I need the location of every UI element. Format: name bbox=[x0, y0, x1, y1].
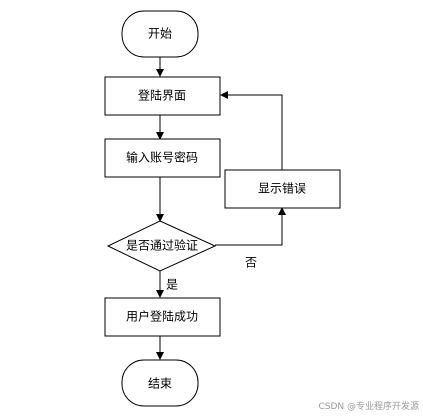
end-node: 结束 bbox=[121, 359, 199, 407]
end-label: 结束 bbox=[148, 377, 172, 391]
show-error-label: 显示错误 bbox=[258, 182, 306, 196]
start-node: 开始 bbox=[121, 10, 199, 58]
login-success-label: 用户登陆成功 bbox=[126, 309, 198, 324]
no-edge-label: 否 bbox=[245, 256, 257, 270]
show-error-node: 显示错误 bbox=[224, 169, 341, 209]
start-label: 开始 bbox=[148, 27, 172, 41]
verify-label: 是否通过验证 bbox=[126, 238, 198, 253]
verify-decision-node: 是否通过验证 bbox=[106, 220, 217, 272]
edge-verify-no-to-error bbox=[215, 207, 286, 246]
login-page-node: 登陆界面 bbox=[104, 76, 221, 116]
login-page-label: 登陆界面 bbox=[138, 88, 186, 103]
login-success-node: 用户登陆成功 bbox=[104, 297, 221, 337]
edge-error-to-login bbox=[220, 91, 283, 170]
input-credentials-node: 输入账号密码 bbox=[104, 138, 221, 178]
input-credentials-label: 输入账号密码 bbox=[126, 150, 198, 165]
yes-edge-label: 是 bbox=[166, 278, 178, 292]
watermark: CSDN @专业程序开发源 bbox=[318, 402, 419, 412]
